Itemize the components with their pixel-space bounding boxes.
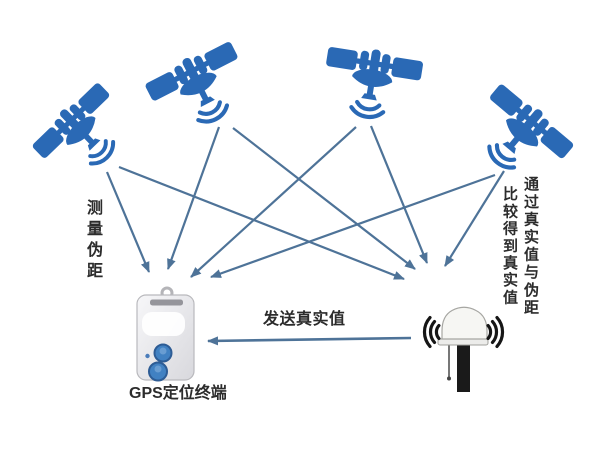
send-true-value-arrow (207, 336, 412, 346)
device-led (145, 353, 150, 359)
gps-satellite-icon (26, 76, 142, 192)
base-station-antenna-icon (422, 306, 505, 392)
gps-satellite-icon (319, 42, 424, 124)
device-speaker-grille (150, 299, 183, 306)
antenna-base-plate (437, 338, 489, 346)
label-compare-column-left: 比较得到真实值 (501, 186, 518, 307)
antenna-dome (441, 306, 488, 340)
signal-arrow-sat4-terminal (210, 173, 496, 279)
signal-arrow-sat3-base (369, 125, 429, 264)
gps-tracker-device-icon (136, 286, 195, 382)
signal-arrows-to-terminal (105, 126, 496, 279)
label-measure-pseudorange: 测量伪距 (84, 199, 101, 283)
signal-arrow-sat1-terminal (105, 171, 151, 273)
signal-arrow-sat3-terminal (190, 126, 357, 278)
device-button-highlight (154, 365, 162, 373)
signal-arrow-sat2-base (232, 127, 416, 270)
signal-arrow-sat1-base (118, 165, 405, 281)
gps-satellite-icon (460, 80, 577, 194)
antenna-pole (457, 344, 470, 392)
satellite-constellation (26, 37, 577, 194)
signal-arrows-to-base-station (118, 125, 505, 281)
antenna-wave-arcs (422, 316, 505, 348)
antenna-wire-tip (447, 376, 451, 381)
label-compare-column-right: 通过真实值与伪距 (522, 176, 539, 317)
label-gps-terminal: GPS定位终端 (129, 385, 227, 402)
signal-arrow-sat2-terminal (166, 126, 221, 270)
label-send-true-value: 发送真实值 (263, 311, 346, 328)
device-button-highlight (159, 347, 167, 355)
gps-satellite-icon (142, 37, 258, 141)
signal-arrow-sat4-base (444, 170, 505, 267)
device-label-area (142, 312, 185, 336)
